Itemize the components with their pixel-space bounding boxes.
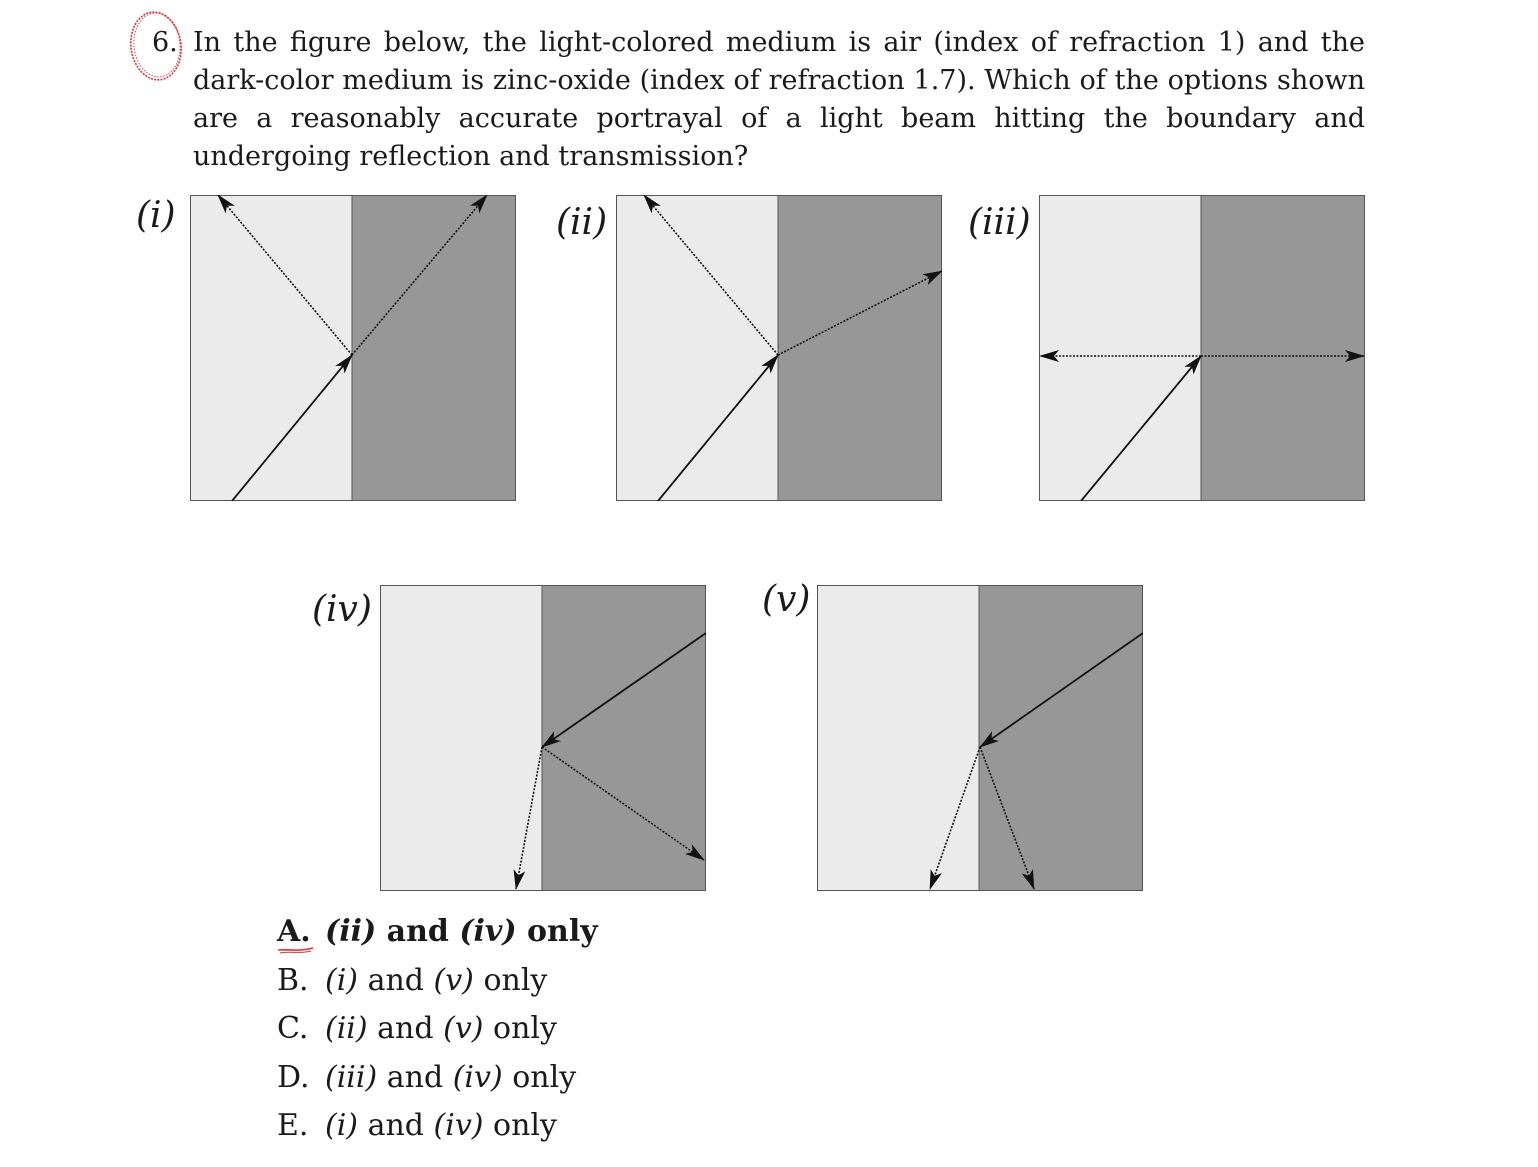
reflected-ray — [979, 746, 1035, 890]
figure-panel-iv — [380, 585, 706, 891]
answer-panel-ref: (iv) — [452, 1059, 503, 1095]
air-region — [817, 585, 980, 891]
answer-panel-ref: (iv) — [459, 914, 517, 949]
incident-ray — [231, 354, 353, 501]
air-region — [190, 195, 353, 501]
incident-ray — [1080, 355, 1202, 501]
refraction-diagram-ii — [616, 195, 942, 501]
transmitted-ray — [777, 270, 942, 356]
panel-label-v: (v) — [762, 579, 811, 620]
zinc-oxide-region — [352, 195, 515, 501]
air-region — [1039, 195, 1202, 501]
panel-label-iv: (iv) — [312, 589, 372, 630]
answer-option-b[interactable]: B. (i) and (v) only — [277, 959, 877, 1008]
panel-label-iii: (iii) — [968, 202, 1031, 243]
zinc-oxide-region — [542, 585, 705, 891]
incident-ray — [979, 632, 1143, 748]
answer-letter: B. — [277, 962, 309, 998]
transmitted-ray — [513, 746, 543, 890]
answer-tail: only — [527, 914, 598, 949]
answer-option-d[interactable]: D. (iii) and (iv) only — [277, 1056, 877, 1105]
answer-option-e[interactable]: E. (i) and (iv) only — [277, 1104, 877, 1153]
answer-conjunction: and — [367, 1108, 424, 1143]
refraction-diagram-v — [817, 585, 1143, 891]
answer-tail: only — [512, 1059, 577, 1095]
hand-drawn-circle-annotation — [129, 11, 183, 81]
question-block: 6. In the figure below, the light-colore… — [0, 0, 1538, 190]
answer-tail: only — [493, 1011, 557, 1046]
answer-panel-ref: (ii) — [325, 1011, 368, 1046]
answer-panel-ref: (i) — [325, 1108, 359, 1143]
incident-ray — [657, 354, 779, 501]
figure-panel-ii — [616, 195, 942, 501]
refraction-diagram-i — [190, 195, 516, 501]
answer-tail: only — [493, 1108, 557, 1143]
red-underline-annotation — [277, 947, 314, 954]
air-region — [616, 195, 779, 501]
question-number: 6. — [152, 27, 178, 58]
reflected-ray — [541, 746, 705, 861]
zinc-oxide-region — [979, 585, 1142, 891]
answer-letter: D. — [277, 1059, 310, 1095]
refraction-diagram-iii — [1039, 195, 1365, 501]
zinc-oxide-region — [1201, 195, 1364, 501]
answer-panel-ref: (v) — [443, 1011, 484, 1046]
answer-choices: A.(ii) and (iv) only B.(i) and (v) only … — [277, 910, 877, 1153]
answer-tail: only — [483, 962, 548, 998]
answer-conjunction: and — [377, 1011, 434, 1046]
answer-conjunction: and — [386, 1059, 444, 1095]
answer-panel-ref: (i) — [325, 962, 359, 998]
figure-panel-iii — [1039, 195, 1365, 501]
panel-label-i: (i) — [136, 195, 176, 236]
refraction-diagram-iv — [380, 585, 706, 891]
answer-option-a[interactable]: A. (ii) and (iv) only — [277, 910, 877, 959]
answer-option-c[interactable]: C. (ii) and (v) only — [277, 1007, 877, 1056]
answer-letter: A. — [277, 914, 311, 949]
transmitted-ray — [929, 746, 981, 890]
panel-label-ii: (ii) — [556, 202, 608, 243]
answer-letter: E. — [277, 1108, 309, 1143]
answer-letter: C. — [277, 1011, 309, 1046]
answer-panel-ref: (iv) — [433, 1108, 484, 1143]
answer-conjunction: and — [386, 914, 449, 949]
zinc-oxide-region — [778, 195, 941, 501]
air-region — [380, 585, 543, 891]
answer-panel-ref: (iii) — [325, 1059, 378, 1095]
question-text: In the figure below, the light-colored m… — [193, 27, 1365, 172]
answer-panel-ref: (v) — [433, 962, 474, 998]
figure-panel-v — [817, 585, 1143, 891]
incident-ray — [541, 632, 706, 748]
answer-conjunction: and — [367, 962, 424, 998]
answer-panel-ref: (ii) — [325, 914, 377, 949]
figure-panel-i — [190, 195, 516, 501]
